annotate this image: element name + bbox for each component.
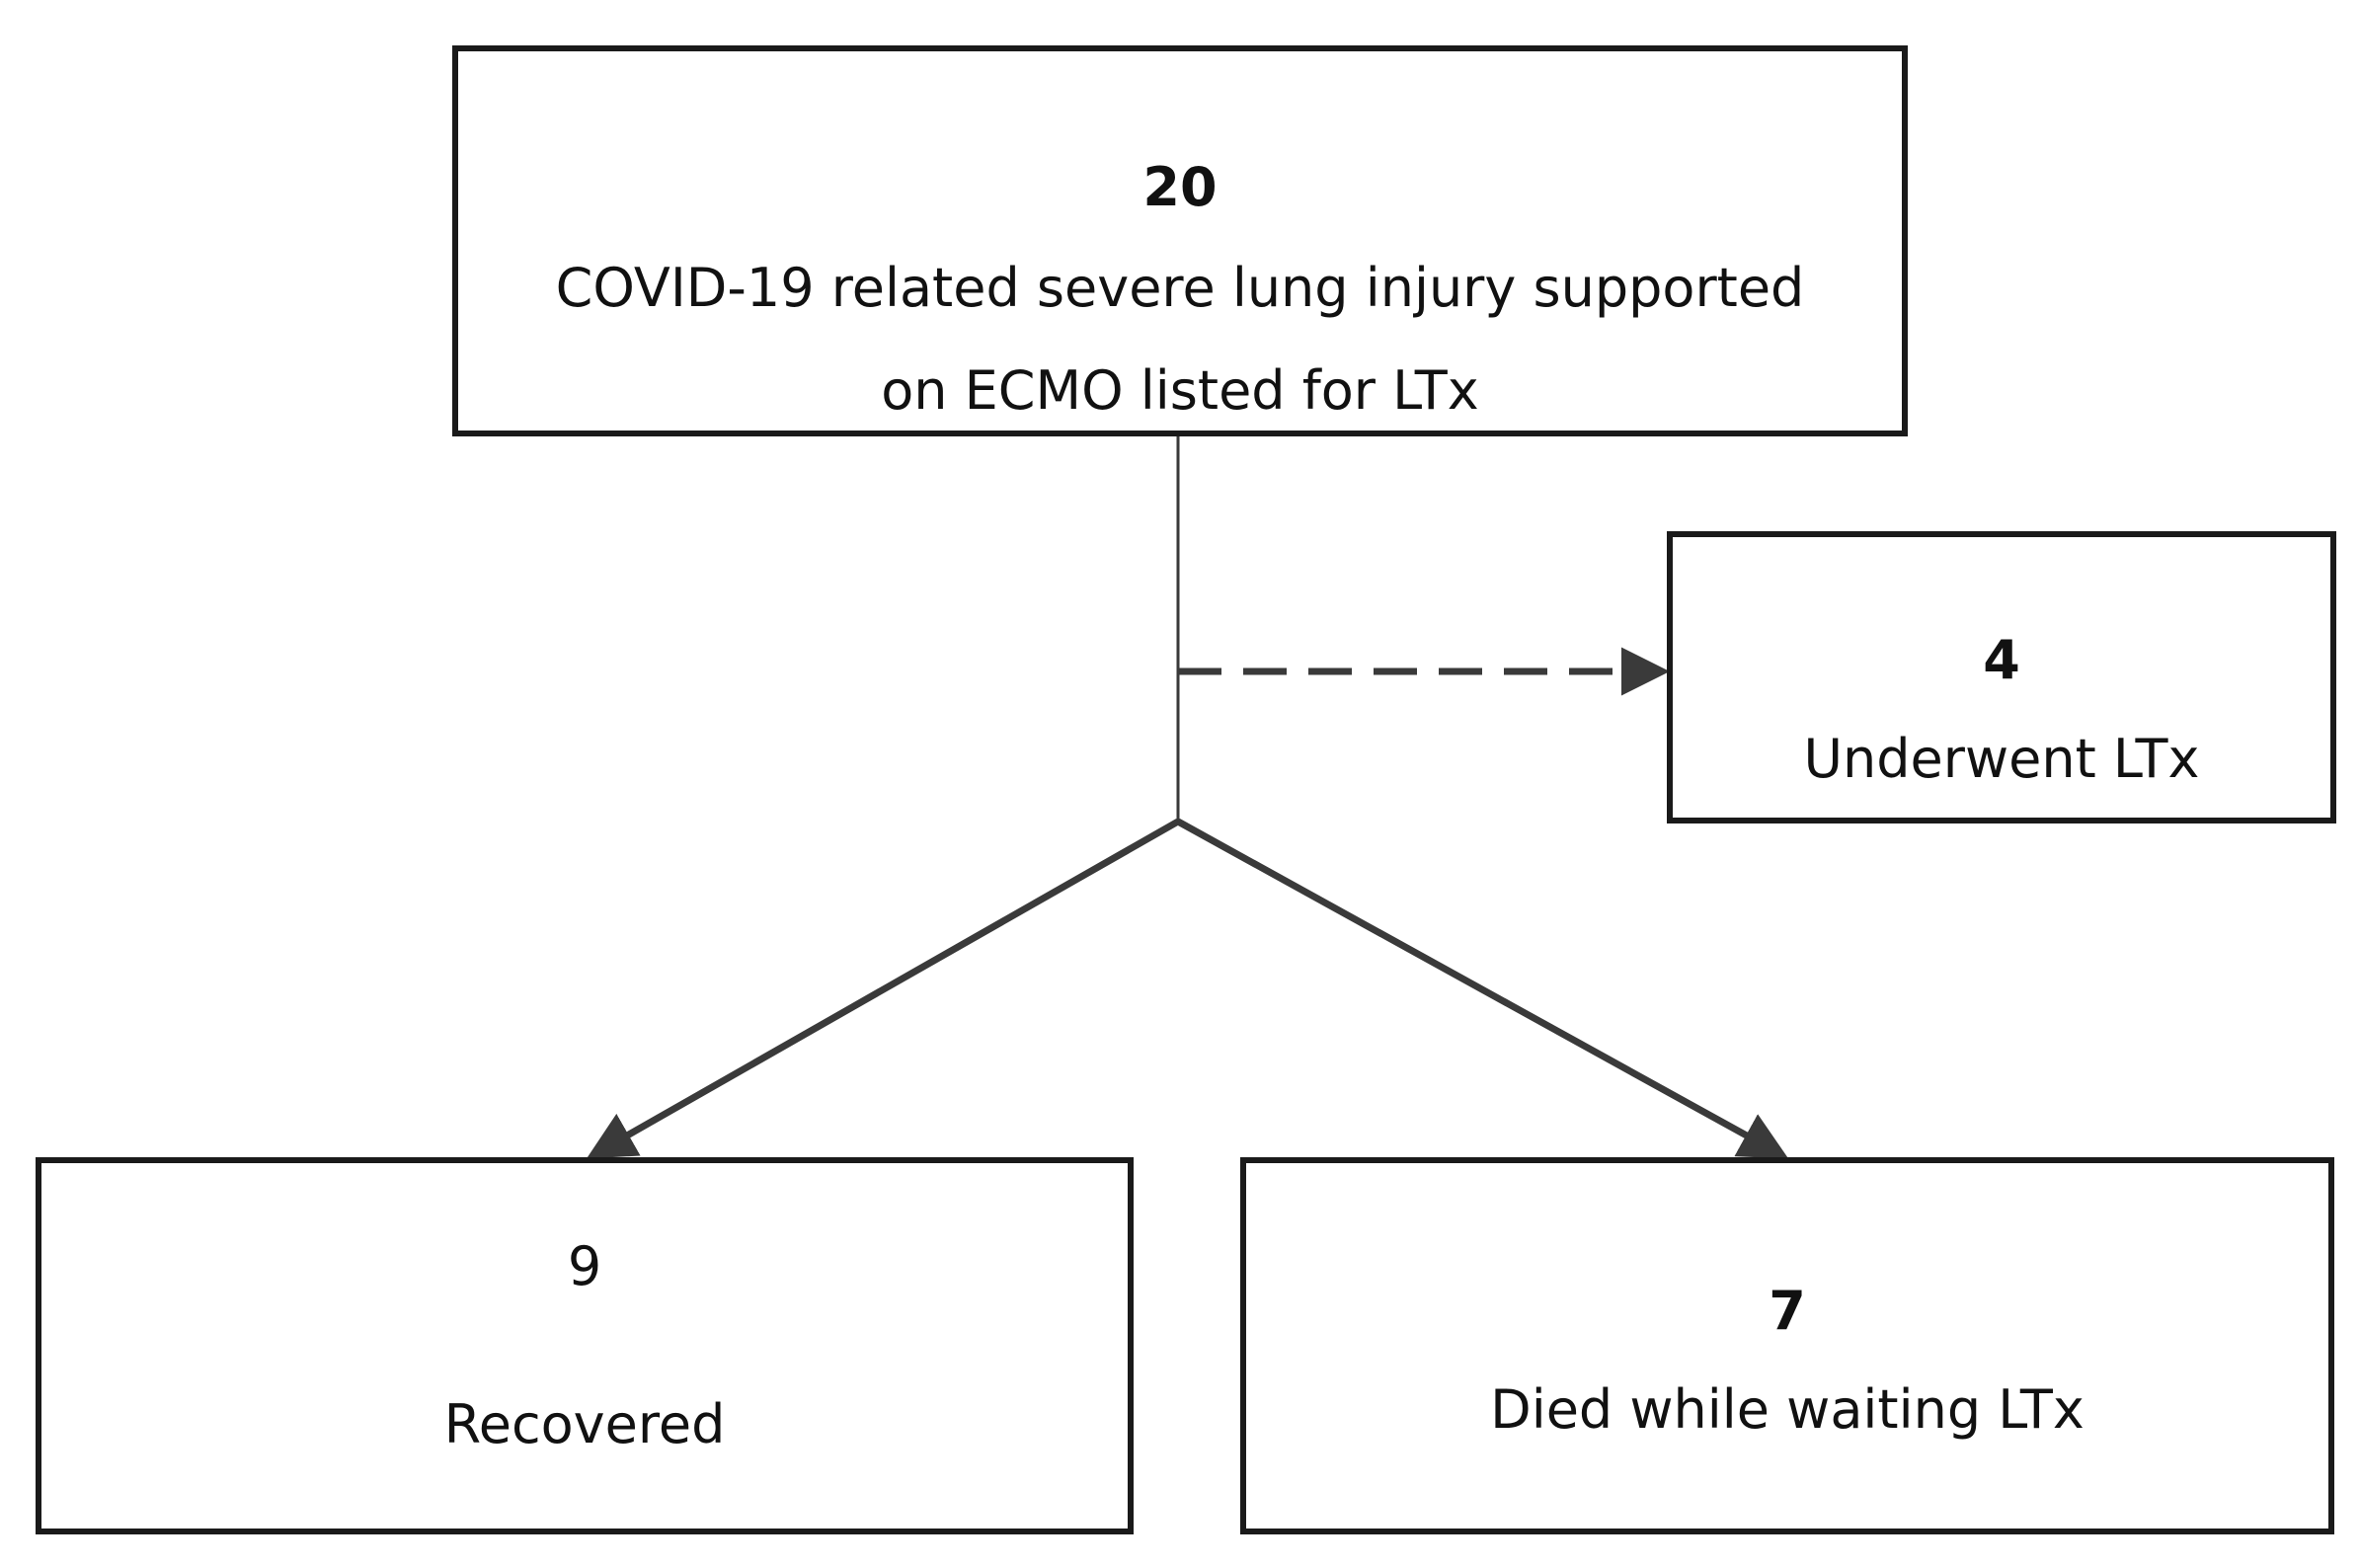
listed-label-line2: on ECMO listed for LTx — [881, 359, 1479, 422]
underwent-ltx-box: 4 Underwent LTx — [1667, 531, 2336, 823]
died-label: Died while waiting LTx — [1490, 1378, 2085, 1441]
underwent-label: Underwent LTx — [1803, 728, 2200, 790]
arrow-to-recovered — [586, 818, 1180, 1159]
underwent-count: 4 — [1983, 629, 2020, 691]
recovered-count: 9 — [567, 1235, 602, 1297]
arrow-to-died — [1176, 818, 1789, 1159]
recovered-box: 9 Recovered — [36, 1157, 1134, 1534]
died-count: 7 — [1769, 1280, 1806, 1342]
listed-label-line1: COVID-19 related severe lung injury supp… — [555, 257, 1805, 319]
listed-label: COVID-19 related severe lung injury supp… — [458, 237, 1902, 442]
recovered-label: Recovered — [443, 1393, 726, 1455]
listed-for-ltx-box: 20 COVID-19 related severe lung injury s… — [452, 45, 1908, 436]
listed-count: 20 — [1142, 156, 1218, 218]
died-waiting-box: 7 Died while waiting LTx — [1240, 1157, 2334, 1534]
